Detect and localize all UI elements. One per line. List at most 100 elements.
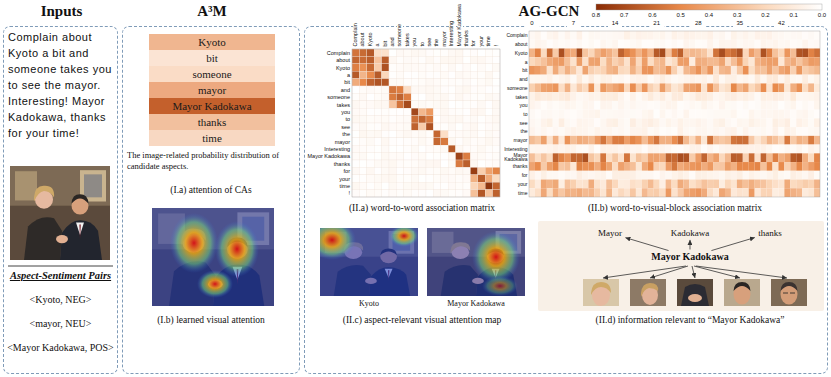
heat-cell: [441, 182, 448, 189]
heat-cell: [553, 101, 559, 110]
heat-cell: [737, 162, 743, 171]
heat-cell: [707, 118, 713, 127]
heat-cell: [778, 92, 784, 101]
heat-cell: [725, 57, 731, 66]
heat-cell: [470, 190, 477, 197]
heat-cell: [359, 153, 366, 160]
heat-cell: [701, 188, 707, 197]
heat-cell: [478, 138, 485, 145]
heat-cell: [463, 190, 470, 197]
heat-cell: [767, 101, 773, 110]
heat-cell: [743, 66, 749, 75]
heat-cell: [553, 145, 559, 154]
heat-cell: [456, 167, 463, 174]
heat-cell: [618, 127, 624, 136]
heat-cell: [778, 31, 784, 40]
heat-cell: [594, 101, 600, 110]
heat-cell: [636, 118, 642, 127]
heat-cell: [761, 92, 767, 101]
heat-cell: [426, 138, 433, 145]
heat-cell: [695, 136, 701, 145]
heat-cell: [588, 101, 594, 110]
heat-cell: [426, 182, 433, 189]
heat-cell: [677, 145, 683, 154]
heat-cell: [636, 92, 642, 101]
heat-cell: [713, 171, 719, 180]
heat-cell: [677, 31, 683, 40]
face-thumbnail: [630, 279, 666, 306]
heat-cell: [559, 127, 565, 136]
heat-cell: [707, 57, 713, 66]
heat-cell: [642, 48, 648, 57]
heat-cell: [761, 57, 767, 66]
heat-cell: [493, 116, 500, 123]
heat-cell: [784, 110, 790, 119]
column-label: and: [390, 37, 396, 47]
heat-cell: [701, 127, 707, 136]
heat-cell: [367, 153, 374, 160]
heat-cell: [588, 31, 594, 40]
heat-cell: [802, 110, 808, 119]
column-label: Mayor Kadokawa: [457, 4, 463, 48]
heat-cell: [493, 86, 500, 93]
heat-cell: [767, 118, 773, 127]
heat-cell: [743, 153, 749, 162]
heat-cell: [612, 48, 618, 57]
heat-cell: [814, 40, 820, 49]
aspect-bar: thanks: [149, 114, 275, 130]
heat-cell: [790, 57, 796, 66]
heat-cell: [624, 118, 630, 127]
heat-cell: [784, 92, 790, 101]
heat-cell: [359, 49, 366, 56]
image-label: Kyoto: [319, 299, 419, 309]
heat-cell: [796, 40, 802, 49]
heat-cell: [749, 66, 755, 75]
heat-cell: [689, 127, 695, 136]
heat-cell: [547, 118, 553, 127]
heat-cell: [731, 180, 737, 189]
heat-cell: [404, 49, 411, 56]
heat-cell: [612, 145, 618, 154]
heat-cell: [808, 48, 814, 57]
row-label: about: [302, 57, 350, 64]
heat-cell: [463, 93, 470, 100]
heat-cell: [404, 64, 411, 71]
heat-cell: [352, 138, 359, 145]
heat-cell: [689, 136, 695, 145]
heat-cell: [737, 127, 743, 136]
heat-cell: [683, 66, 689, 75]
heat-cell: [382, 86, 389, 93]
heat-cell: [654, 40, 660, 49]
heat-cell: [749, 101, 755, 110]
heat-cell: [404, 123, 411, 130]
heat-cell: [683, 57, 689, 66]
heat-cell: [636, 153, 642, 162]
heat-cell: [737, 188, 743, 197]
heat-cell: [419, 93, 426, 100]
heat-cell: [755, 188, 761, 197]
heat-cell: [618, 48, 624, 57]
heat-cell: [701, 110, 707, 119]
heat-cell: [677, 101, 683, 110]
heat-cell: [778, 66, 784, 75]
heat-cell: [654, 180, 660, 189]
heat-cell: [761, 48, 767, 57]
heat-cell: [761, 40, 767, 49]
heat-cell: [367, 116, 374, 123]
heat-cell: [389, 108, 396, 115]
heat-cell: [630, 48, 636, 57]
heat-cell: [600, 145, 606, 154]
heat-cell: [485, 64, 492, 71]
heat-cell: [441, 49, 448, 56]
heat-cell: [367, 160, 374, 167]
heat-cell: [456, 153, 463, 160]
heat-cell: [790, 118, 796, 127]
heat-cell: [433, 93, 440, 100]
heat-cell: [719, 57, 725, 66]
heat-cell: [404, 56, 411, 63]
heat-cell: [660, 145, 666, 154]
heat-cell: [485, 71, 492, 78]
heat-cell: [448, 175, 455, 182]
heat-cell: [672, 48, 678, 57]
row-label: see: [302, 123, 350, 130]
